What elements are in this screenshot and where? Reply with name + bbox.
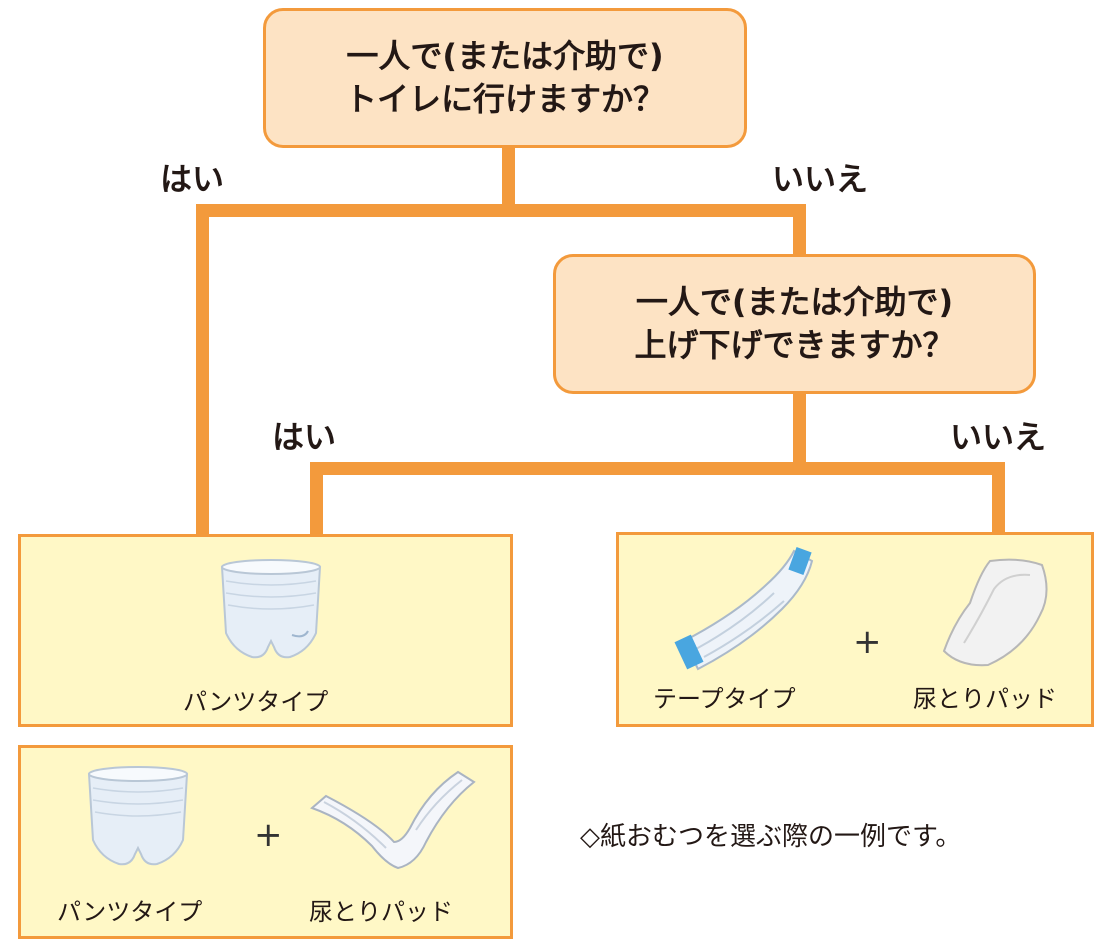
- connector-q1-horizontal: [196, 204, 806, 217]
- connector-q2-no: [992, 462, 1005, 534]
- question-box-pull-up: 一人で(または介助で) 上げ下げできますか？: [553, 254, 1036, 394]
- connector-no-to-q2: [793, 204, 806, 256]
- pants-diaper-image-small: [87, 766, 189, 866]
- pants-type-label-2: パンツタイプ: [57, 898, 203, 926]
- question-toilet-line2: トイレに行けますか？: [344, 80, 665, 118]
- pants-type-label: パンツタイプ: [183, 688, 329, 716]
- pants-diaper-image: [220, 559, 322, 659]
- result-box-pants-pad: + パンツタイプ 尿とりパッド: [18, 745, 513, 939]
- example-note: ◇紙おむつを選ぶ際の一例です。: [580, 822, 962, 852]
- answer-no-2: いいえ: [950, 418, 1047, 456]
- urine-pad-image-left: [310, 770, 476, 870]
- connector-q1-stem: [502, 148, 515, 216]
- connector-yes-to-pants: [196, 204, 209, 536]
- result-box-tape-pad: + テープタイプ 尿とりパッド: [616, 532, 1094, 727]
- pad-label-right: 尿とりパッド: [913, 685, 1057, 713]
- tape-diaper-image: [674, 546, 814, 671]
- plus-sign-tape: +: [853, 622, 882, 662]
- question-pull-up-line1: 一人で(または介助で): [635, 282, 954, 321]
- answer-yes-1: はい: [160, 160, 225, 198]
- result-box-pants: パンツタイプ: [18, 534, 513, 727]
- question-toilet-line1: 一人で(または介助で): [346, 36, 664, 75]
- answer-no-1: いいえ: [772, 160, 869, 198]
- tape-type-label: テープタイプ: [653, 685, 796, 713]
- urine-pad-image-right: [942, 558, 1048, 667]
- connector-q2-yes: [310, 462, 323, 536]
- plus-sign-pants: +: [254, 815, 283, 855]
- connector-q2-horizontal: [310, 462, 1005, 475]
- question-pull-up-line2: 上げ下げできますか？: [634, 326, 955, 364]
- connector-q2-stem: [793, 392, 806, 474]
- pad-label-left: 尿とりパッド: [309, 898, 453, 926]
- question-box-toilet: 一人で(または介助で) トイレに行けますか？: [263, 8, 747, 148]
- answer-yes-2: はい: [272, 418, 337, 456]
